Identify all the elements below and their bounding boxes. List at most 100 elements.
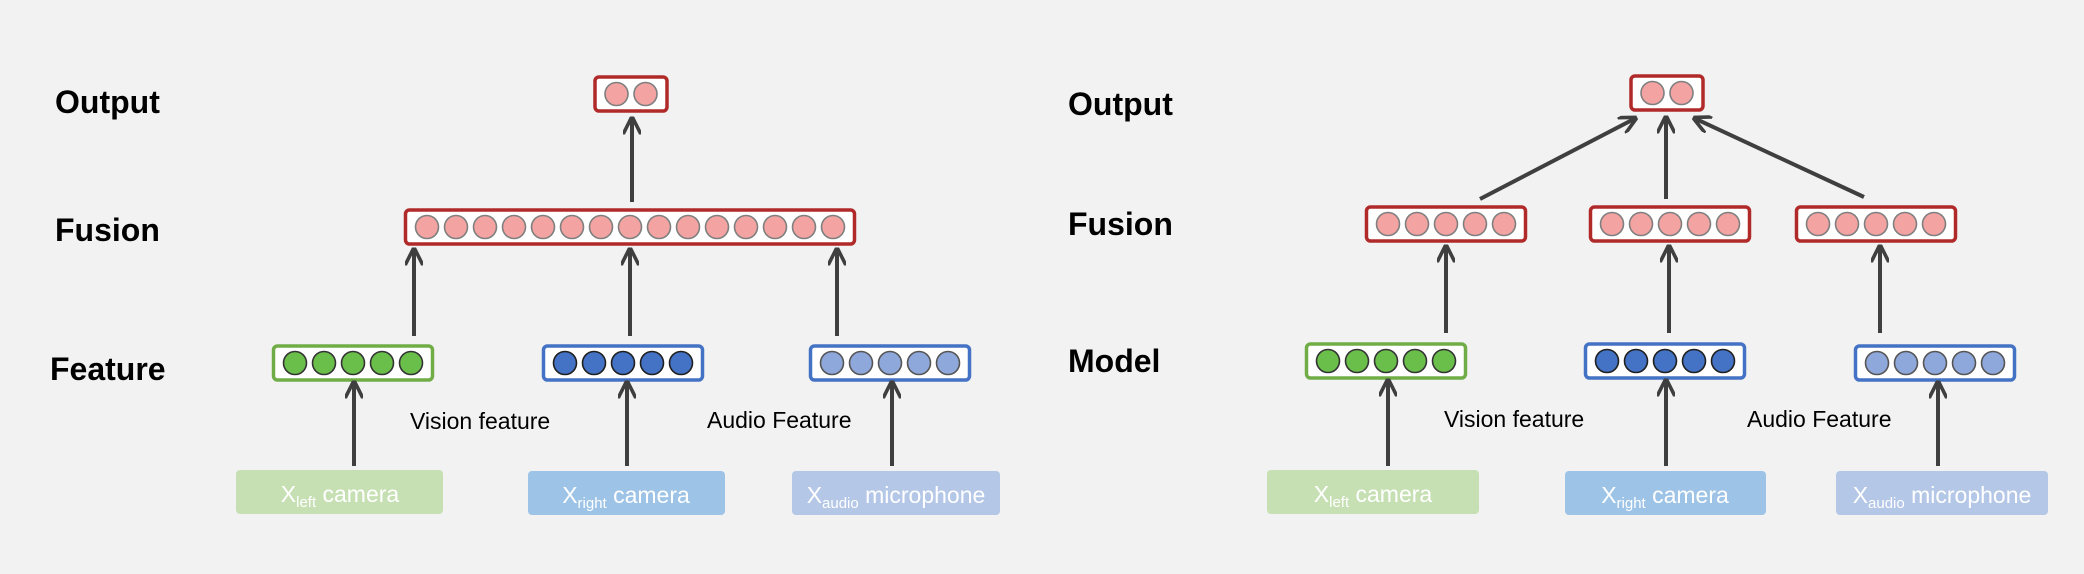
neuron-node [1462, 211, 1488, 237]
left-input-audio-microphone-label: Xaudio microphone [807, 482, 986, 512]
neuron-node [1686, 211, 1712, 237]
neuron-node [443, 214, 469, 240]
right-fusion-box-3 [1794, 205, 1958, 243]
left-output-label: Output [55, 84, 160, 120]
neuron-node [472, 214, 498, 240]
neuron-node [282, 350, 308, 376]
neuron-node [1373, 348, 1399, 374]
neuron-node [369, 350, 395, 376]
neuron-node [1863, 211, 1889, 237]
neuron-node [1657, 211, 1683, 237]
neuron-node [704, 214, 730, 240]
left-input-left-camera: Xleft camera [236, 470, 443, 514]
right-input-left-camera: Xleft camera [1267, 470, 1479, 514]
neuron-node [414, 214, 440, 240]
right-input-left-camera-label: Xleft camera [1314, 481, 1433, 511]
right-audio-feature-note: Audio Feature [1747, 406, 1891, 432]
neuron-node [791, 214, 817, 240]
right-input-right-camera-label: Xright camera [1601, 482, 1729, 512]
neuron-node [1681, 348, 1707, 374]
right-fusion-label: Fusion [1068, 206, 1173, 242]
neuron-node [552, 350, 578, 376]
neuron-node [610, 350, 636, 376]
left-fusion-label: Fusion [55, 212, 160, 248]
neuron-node [1402, 348, 1428, 374]
neuron-node [1710, 348, 1736, 374]
neuron-node [1431, 348, 1457, 374]
neuron-node [1433, 211, 1459, 237]
left-vision-feature-note: Vision feature [410, 408, 550, 434]
neuron-node [1834, 211, 1860, 237]
neuron-node [819, 350, 845, 376]
neuron-node [1315, 348, 1341, 374]
neuron-node [1491, 211, 1517, 237]
right-arrow-fusion1-output [1479, 119, 1634, 201]
neuron-node [646, 214, 672, 240]
neuron-node [1599, 211, 1625, 237]
neuron-node [604, 81, 629, 107]
left-output-node-box [593, 75, 669, 113]
neuron-node [581, 350, 607, 376]
right-fusion-box-2 [1588, 205, 1752, 243]
neuron-node [733, 214, 759, 240]
left-input-audio-microphone: Xaudio microphone [792, 471, 1000, 515]
neuron-node [1669, 80, 1694, 106]
neuron-node [1404, 211, 1430, 237]
neuron-node [1980, 350, 2006, 376]
right-model-box-audio [1853, 344, 2017, 382]
neuron-node [639, 350, 665, 376]
left-input-right-camera: Xright camera [528, 471, 725, 515]
neuron-node [1375, 211, 1401, 237]
neuron-node [398, 350, 424, 376]
neuron-node [1922, 350, 1948, 376]
neuron-node [530, 214, 556, 240]
left-vision-right-feature-box [541, 344, 705, 382]
right-input-audio-microphone-label: Xaudio microphone [1853, 482, 2032, 512]
right-model-label: Model [1068, 343, 1160, 379]
left-fusion-node-box [403, 208, 857, 246]
left-panel: Output Fusion Feature Vision feature Aud… [50, 75, 1000, 515]
neuron-node [588, 214, 614, 240]
neuron-node [1623, 348, 1649, 374]
neuron-node [1715, 211, 1741, 237]
neuron-node [1640, 80, 1665, 106]
right-input-right-camera: Xright camera [1565, 471, 1766, 515]
right-vision-feature-note: Vision feature [1444, 406, 1584, 432]
left-input-left-camera-label: Xleft camera [281, 481, 400, 511]
right-output-node-box [1629, 74, 1705, 112]
neuron-node [1893, 350, 1919, 376]
neuron-node [762, 214, 788, 240]
neuron-node [340, 350, 366, 376]
neuron-node [668, 350, 694, 376]
right-arrow-fusion3-output [1696, 119, 1865, 199]
right-panel: Output Fusion Model Vision feature Audio… [1068, 74, 2048, 515]
neuron-node [1628, 211, 1654, 237]
left-input-right-camera-label: Xright camera [562, 482, 690, 512]
neuron-node [877, 350, 903, 376]
right-output-label: Output [1068, 86, 1173, 122]
left-feature-label: Feature [50, 351, 166, 387]
neuron-node [633, 81, 658, 107]
neuron-node [848, 350, 874, 376]
neuron-node [617, 214, 643, 240]
right-input-audio-microphone: Xaudio microphone [1836, 471, 2048, 515]
neuron-node [1892, 211, 1918, 237]
neuron-node [1594, 348, 1620, 374]
left-vision-left-feature-box [271, 344, 435, 382]
neuron-node [935, 350, 961, 376]
neuron-node [906, 350, 932, 376]
neuron-node [1921, 211, 1947, 237]
neuron-node [675, 214, 701, 240]
right-model-box-vision-right [1583, 342, 1747, 380]
left-audio-feature-box [808, 344, 972, 382]
neuron-node [559, 214, 585, 240]
neuron-node [1344, 348, 1370, 374]
neuron-node [1864, 350, 1890, 376]
left-audio-feature-note: Audio Feature [707, 407, 851, 433]
neuron-node [311, 350, 337, 376]
right-model-box-vision-left [1304, 342, 1468, 380]
right-fusion-box-1 [1364, 205, 1528, 243]
neuron-node [1805, 211, 1831, 237]
